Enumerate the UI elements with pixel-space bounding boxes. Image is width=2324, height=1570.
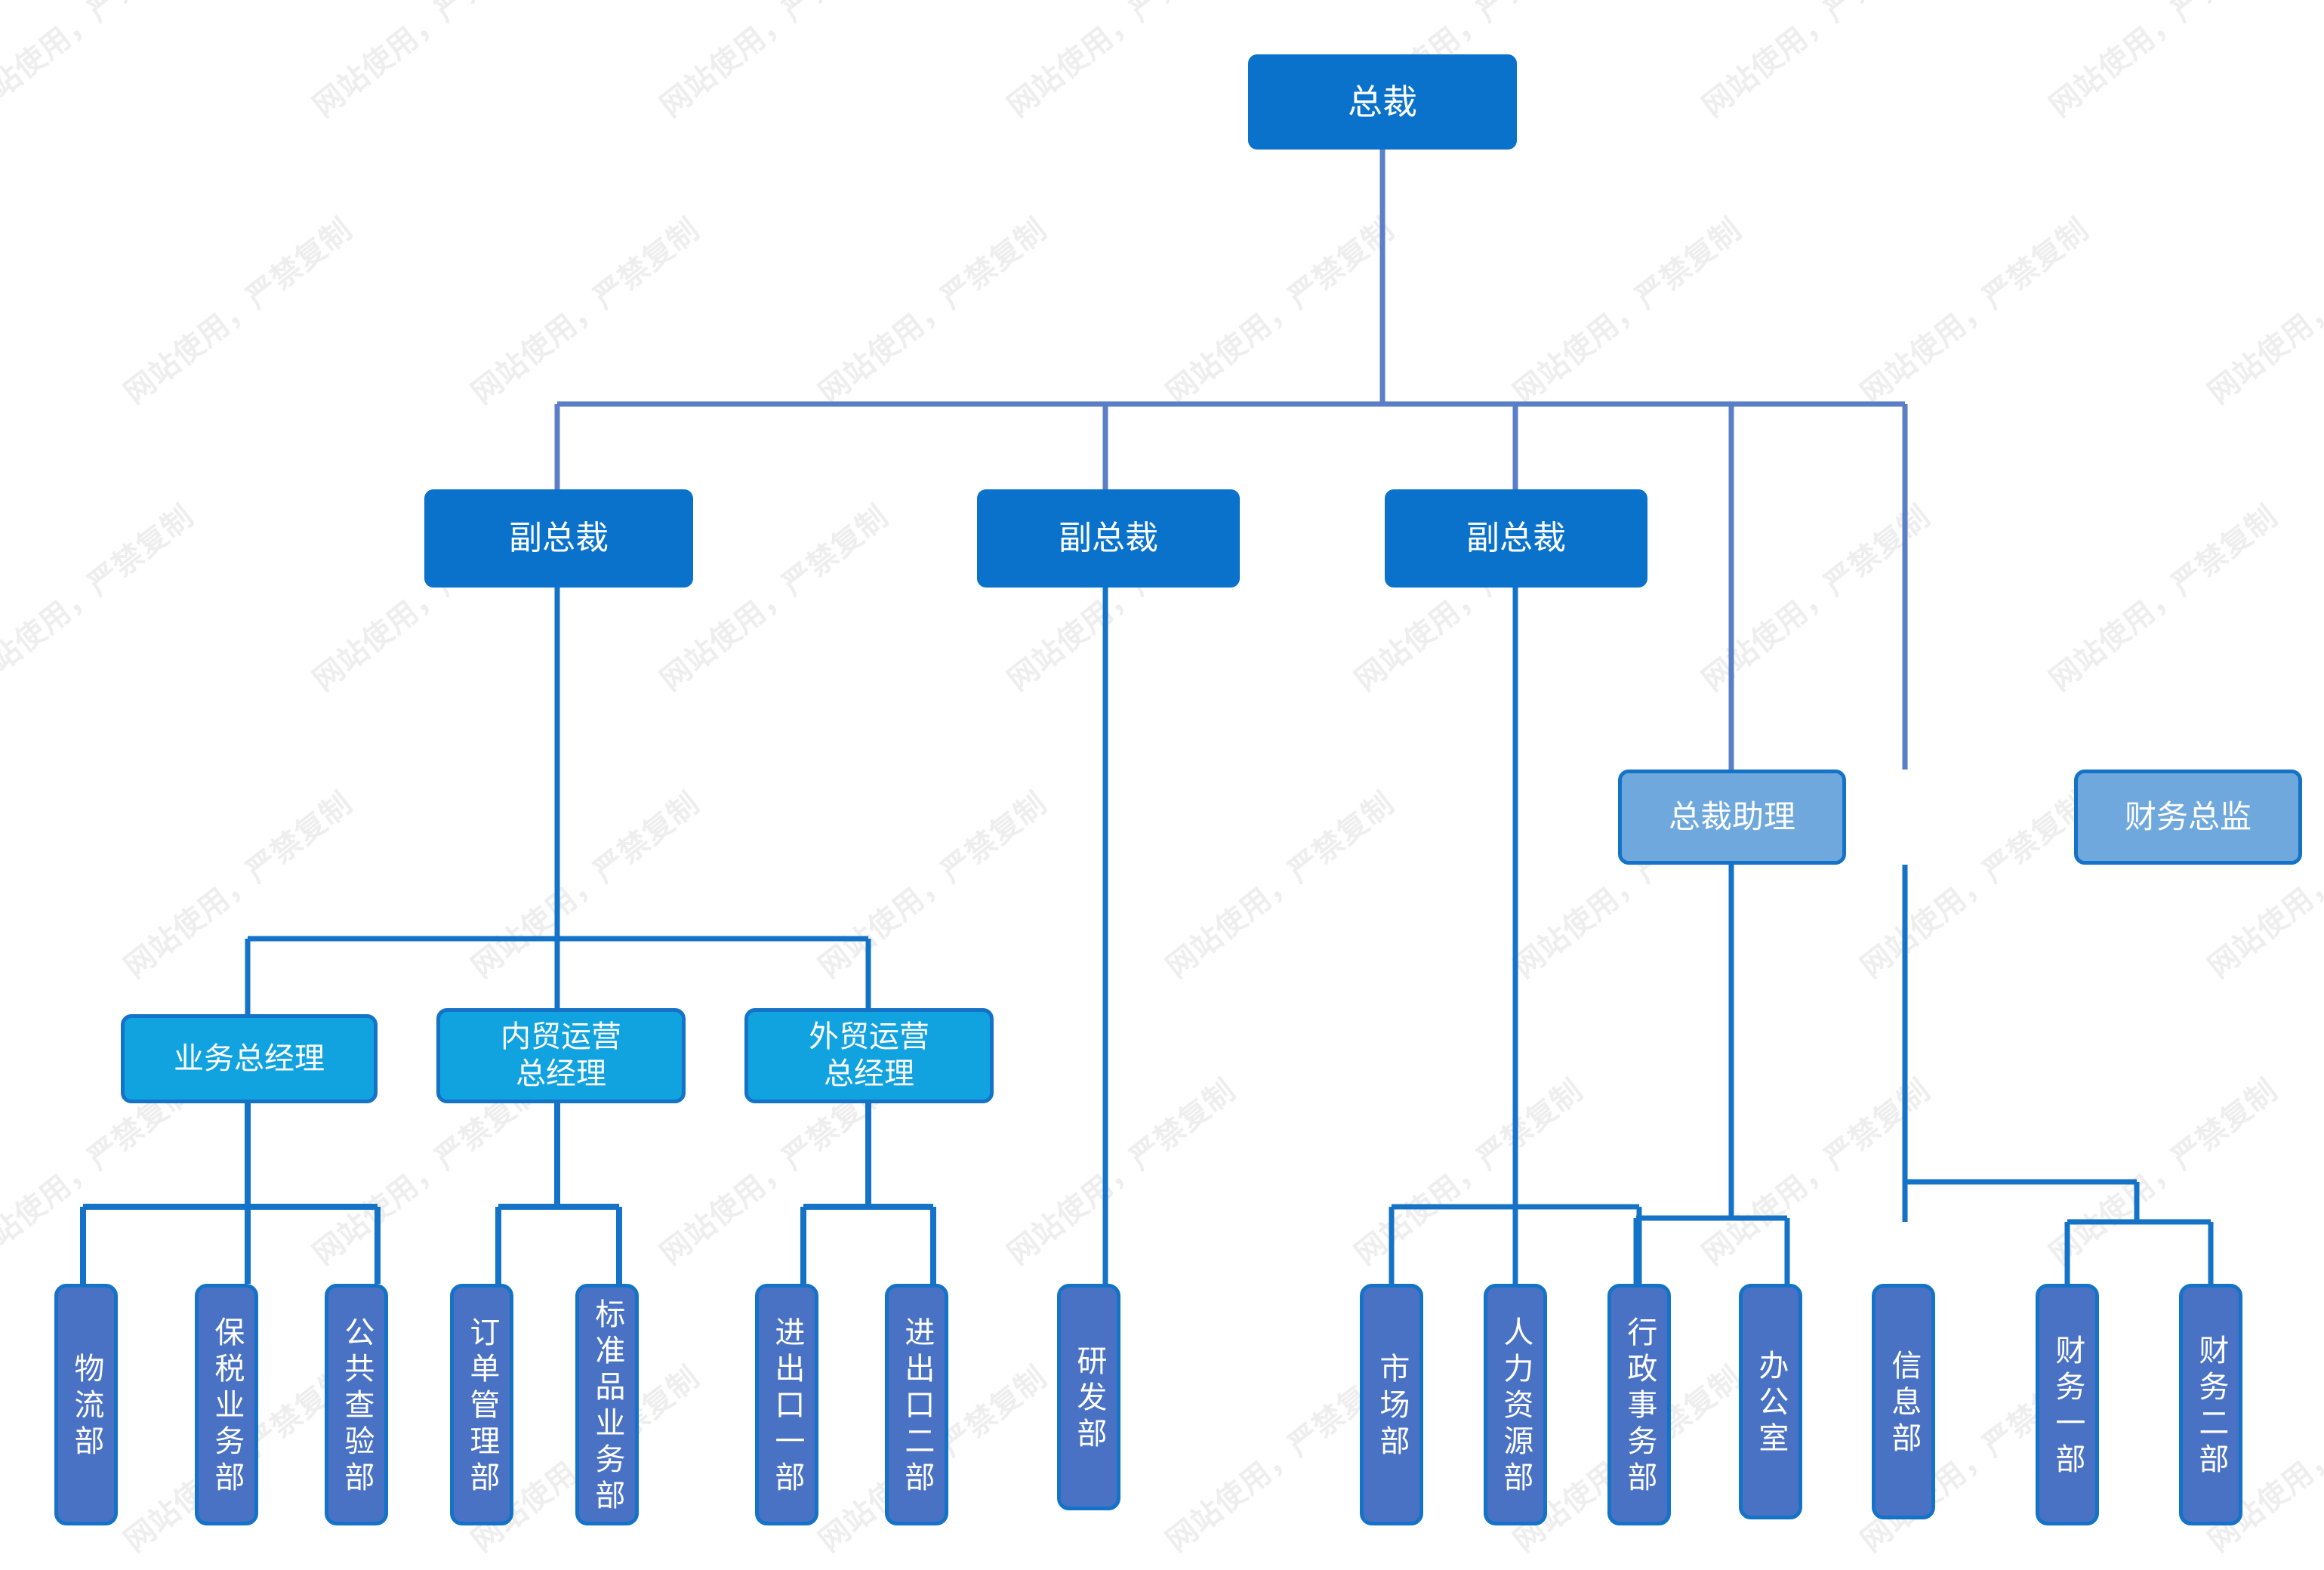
watermark-text: 网站使用，严禁复制 <box>465 211 707 412</box>
node-dept-information[interactable]: 信息部 <box>1872 1284 1935 1519</box>
node-label: 研发部 <box>1071 1345 1107 1454</box>
top-connectors <box>554 150 1908 770</box>
node-dept-finance-1[interactable]: 财务一部 <box>2036 1284 2099 1525</box>
node-gm-domestic-trade[interactable]: 内贸运营 总经理 <box>436 1008 686 1103</box>
watermark-text: 网站使用，严禁复制 <box>1854 211 2096 412</box>
watermark-text: 网站使用，严禁复制 <box>2043 0 2285 125</box>
watermark-text: 网站使用，严禁复制 <box>654 0 895 125</box>
node-vice-president-2[interactable]: 副总裁 <box>977 489 1240 588</box>
node-label: 物流部 <box>69 1353 104 1461</box>
mid-connectors <box>245 588 2214 1284</box>
node-label: 总裁 <box>1348 81 1417 122</box>
watermark-text: 网站使用，严禁复制 <box>2202 211 2324 412</box>
watermark-text: 网站使用，严禁复制 <box>1160 785 1401 985</box>
node-label: 副总裁 <box>1059 519 1158 558</box>
node-gm-business[interactable]: 业务总经理 <box>121 1014 378 1103</box>
node-dept-administration[interactable]: 行政事务部 <box>1607 1284 1671 1525</box>
node-label: 保税业务部 <box>209 1316 245 1498</box>
node-dept-public-inspection[interactable]: 公共查验部 <box>325 1284 388 1525</box>
dept-connectors <box>80 1103 936 1284</box>
node-label: 市场部 <box>1374 1353 1410 1461</box>
watermark-text: 网站使用，严禁复制 <box>1348 1072 1590 1272</box>
node-dept-marketing[interactable]: 市场部 <box>1360 1284 1423 1525</box>
watermark-text: 网站使用，严禁复制 <box>307 0 548 125</box>
watermark-text: 网站使用，严禁复制 <box>1001 1072 1243 1272</box>
node-gm-foreign-trade[interactable]: 外贸运营 总经理 <box>744 1008 994 1103</box>
node-dept-rnd[interactable]: 研发部 <box>1057 1284 1120 1510</box>
node-label: 业务总经理 <box>174 1041 325 1076</box>
node-label: 办公室 <box>1753 1349 1789 1458</box>
node-label-line2: 总经理 <box>516 1056 606 1091</box>
watermark-text: 网站使用，严禁复制 <box>1696 0 1937 125</box>
node-label: 总裁助理 <box>1668 798 1795 836</box>
watermark-text: 网站使用，严禁复制 <box>118 785 359 985</box>
node-vice-president-3[interactable]: 副总裁 <box>1385 489 1647 588</box>
node-label: 人力资源部 <box>1498 1316 1533 1498</box>
node-label: 财务总监 <box>2124 798 2252 836</box>
node-label: 行政事务部 <box>1622 1316 1657 1498</box>
node-dept-finance-2[interactable]: 财务二部 <box>2179 1284 2242 1525</box>
watermark-text: 网站使用，严禁复制 <box>1854 785 2096 985</box>
node-dept-logistics[interactable]: 物流部 <box>54 1284 118 1525</box>
watermark-text: 网站使用，严禁复制 <box>118 211 359 412</box>
node-president-assistant[interactable]: 总裁助理 <box>1618 770 1846 865</box>
node-label: 财务二部 <box>2193 1334 2229 1479</box>
node-label: 副总裁 <box>509 519 609 558</box>
node-label: 标准品业务部 <box>590 1298 625 1516</box>
node-finance-director[interactable]: 财务总监 <box>2074 770 2302 865</box>
watermark-text: 网站使用，严禁复制 <box>2043 1072 2285 1272</box>
node-label: 订单管理部 <box>464 1316 500 1498</box>
watermark-text: 网站使用，严禁复制 <box>465 785 707 985</box>
watermark-text: 网站使用，严禁复制 <box>1001 0 1243 125</box>
node-label: 进出口一部 <box>769 1316 805 1498</box>
watermark-text: 网站使用，严禁复制 <box>1507 211 1749 412</box>
node-dept-bonded-business[interactable]: 保税业务部 <box>195 1284 258 1525</box>
node-label: 公共查验部 <box>339 1316 374 1498</box>
node-president[interactable]: 总裁 <box>1248 54 1517 150</box>
watermark-text: 网站使用，严禁复制 <box>2043 498 2285 699</box>
node-dept-standard-products[interactable]: 标准品业务部 <box>575 1284 639 1525</box>
node-vice-president-1[interactable]: 副总裁 <box>424 489 693 588</box>
node-label: 进出口二部 <box>899 1316 935 1498</box>
node-label: 副总裁 <box>1466 519 1566 558</box>
watermark-text: 网站使用，严禁复制 <box>0 498 201 699</box>
watermark-text: 网站使用，严禁复制 <box>1160 211 1401 412</box>
watermark-text: 网站使用，严禁复制 <box>1696 1072 1937 1272</box>
node-dept-import-export-1[interactable]: 进出口一部 <box>755 1284 818 1525</box>
watermark-text: 网站使用，严禁复制 <box>812 211 1054 412</box>
node-dept-office[interactable]: 办公室 <box>1739 1284 1802 1519</box>
node-label: 信息部 <box>1886 1349 1922 1458</box>
node-dept-human-resources[interactable]: 人力资源部 <box>1484 1284 1547 1525</box>
watermark-text: 网站使用，严禁复制 <box>812 785 1054 985</box>
node-label-line1: 外贸运营 <box>809 1019 929 1055</box>
node-label: 财务一部 <box>2050 1334 2085 1479</box>
node-dept-order-management[interactable]: 订单管理部 <box>450 1284 513 1525</box>
node-dept-import-export-2[interactable]: 进出口二部 <box>885 1284 948 1525</box>
node-label-line1: 内贸运营 <box>501 1019 621 1055</box>
watermark-text: 网站使用，严禁复制 <box>1696 498 1937 699</box>
node-label-line2: 总经理 <box>824 1056 914 1091</box>
watermark-text: 网站使用，严禁复制 <box>0 0 201 125</box>
